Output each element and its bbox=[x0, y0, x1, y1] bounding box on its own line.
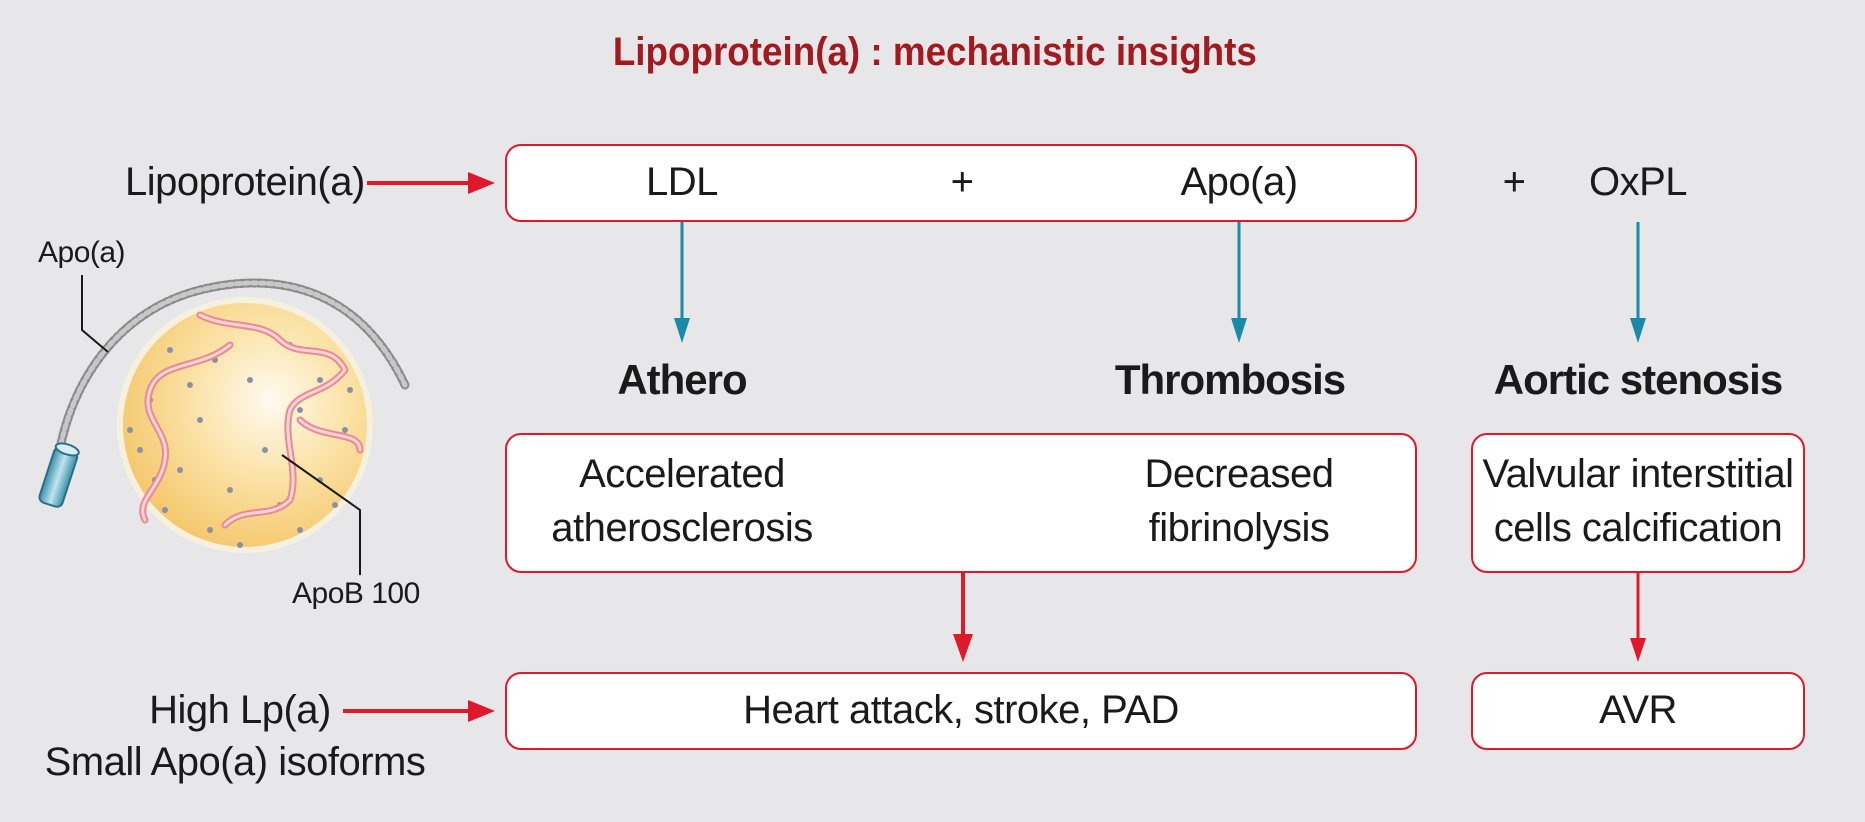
arrow-apoa-thrombosis bbox=[1231, 222, 1247, 343]
accelerated-line2: atherosclerosis bbox=[551, 506, 813, 550]
valvular-box bbox=[1471, 433, 1805, 573]
aortic-stenosis-header: Aortic stenosis bbox=[1493, 356, 1783, 403]
events-box bbox=[505, 672, 1417, 750]
high-lpa-label: High Lp(a) bbox=[149, 688, 331, 732]
decreased-line2: fibrinolysis bbox=[1148, 506, 1330, 550]
apob-leader-line bbox=[281, 454, 361, 575]
plus-sign: + bbox=[1502, 160, 1526, 204]
arrow-mechanism-events bbox=[953, 573, 973, 662]
mechanism-box bbox=[505, 433, 1417, 573]
arrow-oxpl-aortic bbox=[1630, 222, 1646, 343]
apoa-component-label: Apo(a) bbox=[1180, 160, 1298, 204]
accelerated-line1: Accelerated bbox=[579, 452, 785, 496]
lipoprotein-label: Lipoprotein(a) bbox=[125, 160, 365, 204]
ldl-label: LDL bbox=[646, 160, 718, 204]
apob-label: ApoB 100 bbox=[292, 577, 420, 610]
valvular-line1: Valvular interstitial bbox=[1482, 452, 1794, 496]
decreased-line1: Decreased bbox=[1144, 452, 1334, 496]
thrombosis-header: Thrombosis bbox=[1114, 356, 1346, 403]
oxpl-label: OxPL bbox=[1588, 160, 1688, 204]
components-box bbox=[505, 144, 1417, 222]
valvular-line2: cells calcification bbox=[1493, 506, 1783, 550]
arrow-lipoprotein bbox=[367, 172, 495, 194]
lipoprotein-particle-illustration bbox=[38, 275, 410, 575]
diagram-title: Lipoprotein(a) : mechanistic insights bbox=[612, 30, 1257, 74]
plus-sign: + bbox=[950, 160, 974, 204]
arrow-high-lpa bbox=[343, 700, 495, 722]
apoa-leader-line bbox=[81, 275, 109, 353]
avr-box bbox=[1471, 672, 1805, 750]
apoa-label: Apo(a) bbox=[38, 236, 126, 269]
arrow-ldl-athero bbox=[674, 222, 690, 343]
events-label: Heart attack, stroke, PAD bbox=[743, 688, 1179, 732]
avr-label: AVR bbox=[1599, 688, 1677, 732]
athero-header: Athero bbox=[617, 356, 747, 403]
small-isoforms-label: Small Apo(a) isoforms bbox=[44, 740, 426, 784]
arrow-valvular-avr bbox=[1630, 573, 1646, 662]
